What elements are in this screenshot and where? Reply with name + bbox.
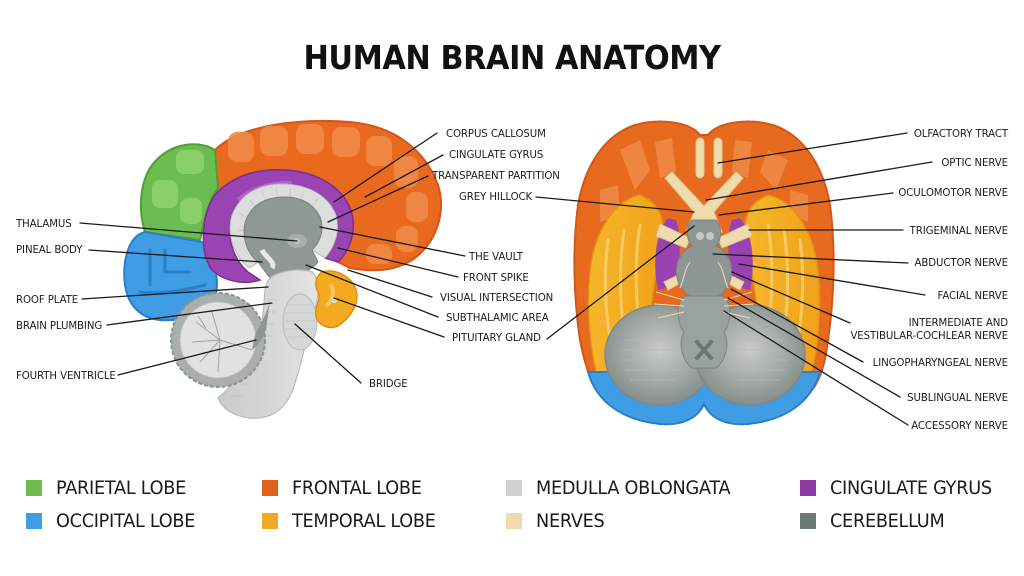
pons-region [282, 293, 318, 351]
leader-bridge [294, 323, 362, 384]
leader-pituitary-to-right [546, 225, 695, 340]
leader-sublingual-nerve [727, 297, 901, 398]
leader-brain-plumbing [106, 302, 273, 326]
leader-abductor-nerve [712, 253, 909, 264]
leader-lingopharyngeal-nerve [730, 288, 864, 363]
legend-label-temporal-lobe: TEMPORAL LOBE [292, 510, 436, 532]
legend-label-medulla-oblongata: MEDULLA OBLONGATA [536, 477, 731, 499]
legend-item-frontal-lobe: FRONTAL LOBE [262, 476, 431, 500]
label-vestibular-cochlear-nerve: VESTIBULAR-COCHLEAR NERVE [850, 331, 1008, 342]
label-thalamus: THALAMUS [15, 219, 72, 230]
label-the-vault: THE VAULT [468, 252, 524, 263]
swatch-cerebellum [800, 513, 816, 529]
leader-cingulate-gyrus [364, 154, 444, 198]
swatch-temporal-lobe [262, 513, 278, 529]
legend-label-frontal-lobe: FRONTAL LOBE [292, 477, 422, 499]
leader-accessory-nerve [723, 310, 909, 426]
leader-optic-nerve [705, 161, 933, 201]
swatch-medulla-oblongata [506, 480, 522, 496]
leader-subthalamic-area [305, 264, 439, 318]
label-transparent-partition: TRANSPARENT PARTITION [431, 171, 560, 182]
sagittal-brain-illustration [123, 119, 442, 419]
legend-label-occipital-lobe: OCCIPITAL LOBE [56, 510, 196, 532]
inferior-brain-illustration [573, 120, 835, 426]
leader-thalamus [79, 222, 298, 242]
legend-label-nerves: NERVES [536, 510, 605, 532]
legend-item-nerves: NERVES [506, 509, 610, 533]
legend-item-medulla-oblongata: MEDULLA OBLONGATA [506, 476, 745, 500]
label-grey-hillock: GREY HILLOCK [459, 192, 533, 203]
leader-visual-intersection [347, 269, 433, 298]
label-front-spike: FRONT SPIKE [463, 273, 529, 284]
label-abductor-nerve: ABDUCTOR NERVE [914, 258, 1008, 269]
label-visual-intersection: VISUAL INTERSECTION [440, 293, 553, 304]
label-trigeminal-nerve: TRIGEMINAL NERVE [909, 226, 1008, 237]
label-bridge: BRIDGE [369, 379, 408, 390]
label-subthalamic-area: SUBTHALAMIC AREA [446, 313, 549, 324]
label-accessory-nerve: ACCESSORY NERVE [911, 421, 1008, 432]
label-brain-plumbing: BRAIN PLUMBING [16, 321, 102, 332]
legend-item-temporal-lobe: TEMPORAL LOBE [262, 509, 446, 533]
swatch-parietal-lobe [26, 480, 42, 496]
leader-fourth-ventricle [117, 339, 257, 376]
leader-facial-nerve [738, 263, 926, 296]
legend-item-occipital-lobe: OCCIPITAL LOBE [26, 509, 206, 533]
swatch-nerves [506, 513, 522, 529]
label-olfactory-tract: OLFACTORY TRACT [914, 129, 1009, 140]
label-sublingual-nerve: SUBLINGUAL NERVE [907, 393, 1008, 404]
swatch-frontal-lobe [262, 480, 278, 496]
label-lingopharyngeal-nerve: LINGOPHARYNGEAL NERVE [873, 358, 1008, 369]
legend-label-parietal-lobe: PARIETAL LOBE [56, 477, 187, 499]
leader-pituitary-gland [333, 297, 445, 338]
inferior-pons-medulla [677, 295, 731, 369]
frontal-gyri [228, 124, 428, 264]
leader-oculomotor-nerve [718, 192, 894, 216]
leader-intermediate-vestibular-cochlear [731, 271, 851, 324]
label-pituitary-gland: PITUITARY GLAND [452, 333, 541, 344]
swatch-occipital-lobe [26, 513, 42, 529]
leader-olfactory-tract [717, 132, 908, 164]
leader-front-spike [337, 247, 459, 278]
leader-grey-hillock [535, 196, 695, 213]
legend-item-parietal-lobe: PARIETAL LOBE [26, 476, 196, 500]
leader-roof-plate [81, 286, 269, 300]
page-title: HUMAN BRAIN ANATOMY [303, 38, 721, 77]
leader-lines [79, 132, 933, 426]
legend-label-cerebellum: CEREBELLUM [830, 510, 945, 532]
label-pineal-body: PINEAL BODY [16, 245, 83, 256]
labels: THALAMUS PINEAL BODY ROOF PLATE BRAIN PL… [15, 129, 1009, 432]
leader-pineal-body [88, 249, 263, 263]
label-roof-plate: ROOF PLATE [16, 295, 78, 306]
label-corpus-callosum: CORPUS CALLOSUM [446, 129, 546, 140]
legend-label-cingulate-gyrus: CINGULATE GYRUS [830, 477, 992, 499]
leader-corpus-callosum [333, 132, 438, 203]
label-intermediate-and: INTERMEDIATE AND [909, 318, 1009, 329]
label-cingulate-gyrus: CINGULATE GYRUS [449, 150, 543, 161]
legend-item-cingulate-gyrus: CINGULATE GYRUS [800, 476, 1004, 500]
leader-the-vault [319, 226, 466, 257]
legend-item-cerebellum: CEREBELLUM [800, 509, 953, 533]
label-optic-nerve: OPTIC NERVE [941, 158, 1008, 169]
leader-transparent-partition [327, 175, 429, 223]
swatch-cingulate-gyrus [800, 480, 816, 496]
label-fourth-ventricle: FOURTH VENTRICLE [16, 371, 116, 382]
label-facial-nerve: FACIAL NERVE [938, 291, 1009, 302]
label-oculomotor-nerve: OCULOMOTOR NERVE [898, 188, 1008, 199]
